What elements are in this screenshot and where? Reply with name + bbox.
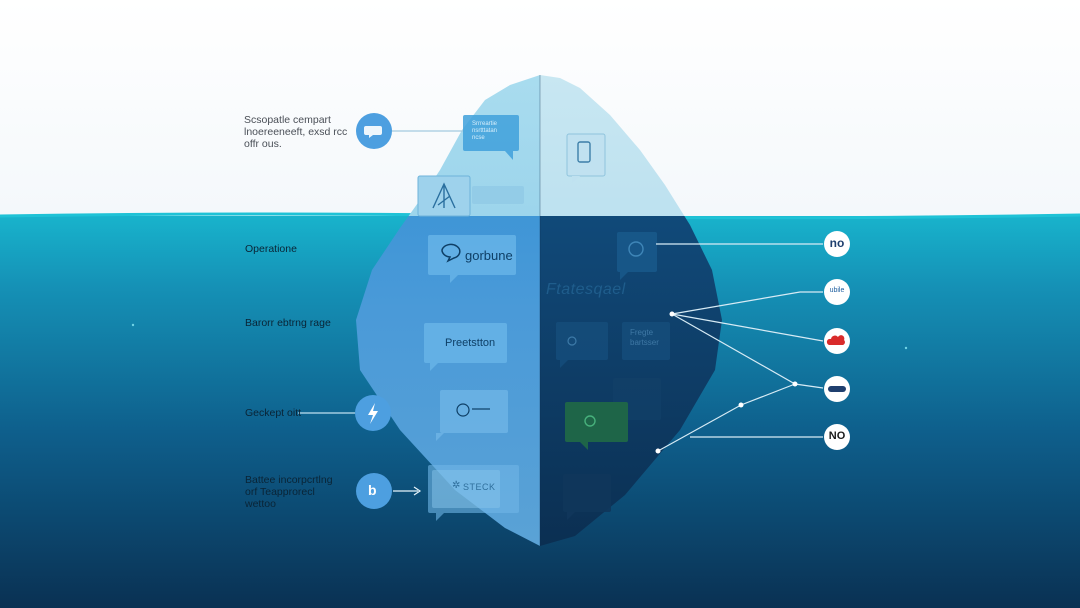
node-dot bbox=[669, 311, 675, 317]
label-line: lnoereeneeft, exsd rcc bbox=[244, 126, 348, 138]
left-cards bbox=[417, 115, 524, 521]
card-gorbune bbox=[428, 235, 516, 283]
badge-circle bbox=[824, 231, 850, 257]
left-connectors bbox=[298, 130, 463, 496]
phone-icon bbox=[577, 141, 591, 163]
card-line: bartsser bbox=[630, 338, 659, 347]
label-line: Battee incorpcrtlng bbox=[245, 474, 333, 486]
badge-text: NO bbox=[828, 430, 846, 442]
gear-icon: ✲ bbox=[452, 480, 461, 491]
left-label-1: Scsopatle cempart lnoereeneeft, exsd rcc… bbox=[244, 114, 356, 150]
node-dot bbox=[655, 448, 661, 454]
iceberg-faded-text: Ftatesqael bbox=[546, 281, 626, 298]
chat-bubble-icon bbox=[356, 113, 392, 149]
card-green-logo bbox=[565, 402, 628, 450]
card-line: ncse bbox=[472, 135, 485, 141]
card-fregte-text: Fregte bartsser bbox=[630, 328, 659, 348]
label-line: offr ous. bbox=[244, 138, 282, 150]
card-preetstton-text: Preetstton bbox=[445, 337, 496, 349]
node-dot bbox=[738, 402, 744, 408]
left-label-2: Operatione bbox=[245, 243, 297, 255]
label-line: orf Teapprorecl bbox=[245, 486, 315, 498]
right-connector-4 bbox=[671, 313, 824, 342]
circle-mark-icon bbox=[567, 336, 577, 346]
left-icon-circles bbox=[355, 113, 392, 509]
label-line: Scsopatle cempart bbox=[244, 114, 331, 126]
card-line: Fregte bbox=[630, 328, 654, 337]
card-line: Srrreartie bbox=[472, 121, 498, 127]
card-phone bbox=[566, 133, 606, 183]
right-badges bbox=[824, 231, 850, 450]
pyramid-icon bbox=[432, 182, 456, 209]
card-top-side bbox=[472, 186, 524, 204]
left-label-3: Barorr ebtrng rage bbox=[245, 317, 331, 329]
card-circle-logo bbox=[436, 390, 508, 441]
badge-circle bbox=[824, 279, 850, 305]
card-circle-mark bbox=[556, 322, 608, 368]
chat-logo-icon bbox=[441, 243, 461, 263]
node-dot bbox=[792, 381, 798, 387]
label-line: wettoo bbox=[245, 498, 276, 510]
card-top-note-text: Srrreartie nsrtttatan ncse bbox=[472, 121, 497, 142]
card-preetstton bbox=[424, 323, 507, 371]
label-line: Barorr ebtrng rage bbox=[245, 317, 331, 329]
b-letter-icon bbox=[356, 473, 392, 509]
label-line: Operatione bbox=[245, 243, 297, 255]
ring-icon bbox=[628, 241, 644, 257]
lightning-icon bbox=[355, 395, 391, 431]
card-ring bbox=[617, 232, 657, 280]
card-line: nsrtttatan bbox=[472, 128, 498, 134]
badge-circle bbox=[824, 424, 850, 450]
card-steck-text: STECK bbox=[463, 482, 496, 492]
card-top-note bbox=[463, 115, 519, 160]
card-steck bbox=[428, 465, 519, 521]
connector-5-arrow bbox=[413, 486, 422, 496]
left-label-5: Battee incorpcrtlng orf Teapprorecl wett… bbox=[245, 474, 345, 510]
left-label-4: Geckept oitt bbox=[245, 407, 301, 419]
right-connectors bbox=[655, 243, 824, 454]
card-gorbune-text: gorbune bbox=[465, 248, 513, 263]
red-cloud-icon bbox=[826, 335, 845, 345]
right-connector-2 bbox=[671, 291, 823, 315]
badge-text: no bbox=[829, 236, 845, 250]
card-fregte bbox=[622, 322, 670, 360]
dark-pill-icon bbox=[828, 386, 846, 392]
badge-text: ubile bbox=[829, 287, 845, 294]
iceberg-tip-right bbox=[540, 75, 685, 216]
card-blank-2 bbox=[563, 474, 611, 520]
circle-logo-icon bbox=[456, 403, 470, 417]
b-letter-icon-glyph: b bbox=[368, 482, 377, 498]
right-cards bbox=[556, 133, 670, 520]
card-pyramid bbox=[417, 175, 471, 217]
label-line: Geckept oitt bbox=[245, 407, 302, 419]
green-logo-icon bbox=[584, 415, 596, 427]
iceberg-body-left bbox=[356, 216, 540, 546]
water-sparkles bbox=[131, 323, 908, 350]
